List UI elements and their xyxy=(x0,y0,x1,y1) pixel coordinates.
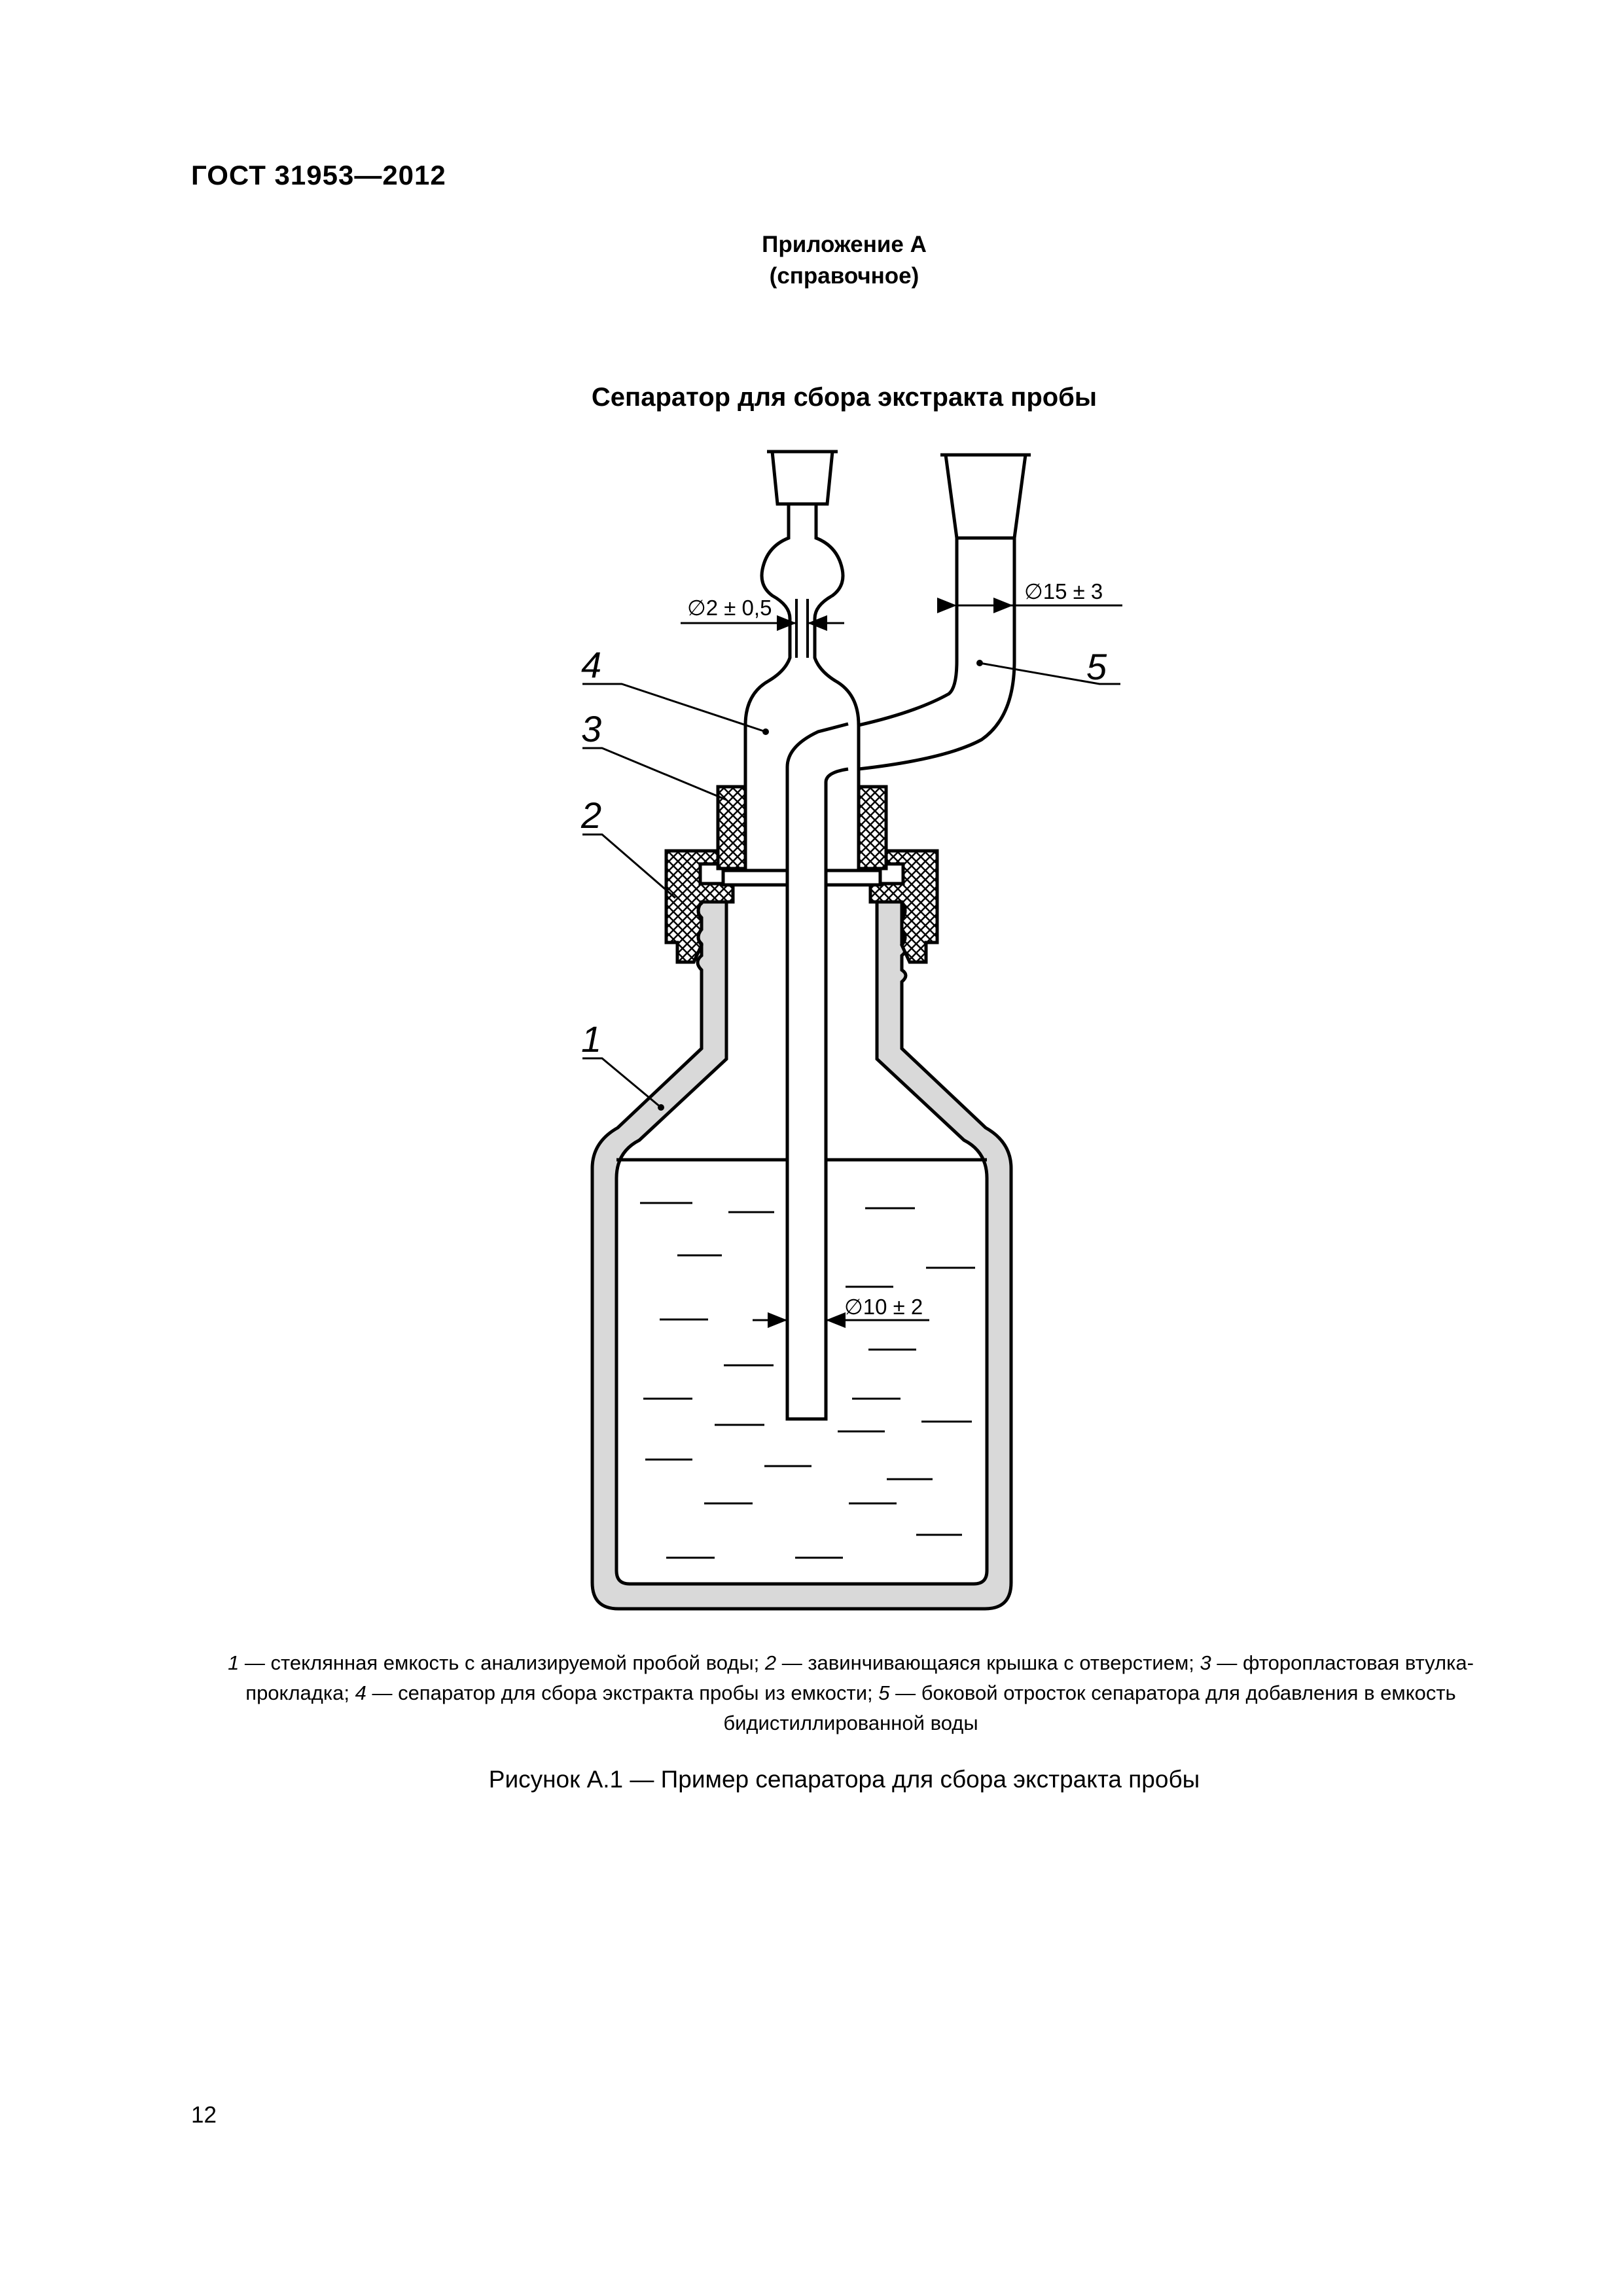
screw-cap-right xyxy=(868,849,939,964)
leader-5 xyxy=(979,662,1120,685)
legend-num-4: 4 xyxy=(355,1681,366,1704)
legend-text-1: — стеклянная емкость с анализируемой про… xyxy=(239,1651,765,1674)
label-4: 4 xyxy=(581,644,601,685)
upper-bulb xyxy=(760,504,845,619)
figure-caption: Рисунок А.1 — Пример сепаратора для сбор… xyxy=(488,1766,1200,1793)
figure-title: Сепаратор для сбора экстракта пробы xyxy=(591,383,1097,412)
liquid-dashes xyxy=(640,1202,975,1559)
figure-legend: 1 — стеклянная емкость с анализируемой п… xyxy=(216,1648,1486,1738)
separator-body xyxy=(743,619,861,870)
label-3: 3 xyxy=(581,708,601,749)
legend-text-4: — сепаратор для сбора экстракта пробы из… xyxy=(366,1681,879,1704)
legend-num-1: 1 xyxy=(228,1651,240,1674)
legend-text-3: — фторопластовая втулка-прокладка; xyxy=(245,1651,1474,1704)
legend-num-3: 3 xyxy=(1200,1651,1211,1674)
dim-narrow-tube: ∅2 ± 0,5 xyxy=(687,596,772,620)
dim-side-arm: ∅15 ± 3 xyxy=(1024,579,1103,603)
document-header: ГОСТ 31953—2012 xyxy=(191,160,446,190)
legend-num-2: 2 xyxy=(764,1651,777,1674)
label-1: 1 xyxy=(581,1018,601,1060)
inner-tube xyxy=(785,722,849,1421)
appendix-title: Приложение А xyxy=(762,232,927,257)
appendix-subtitle: (справочное) xyxy=(769,263,919,289)
side-joint xyxy=(944,453,1027,540)
legend-text-5: — боковой отросток сепаратора для добавл… xyxy=(723,1681,1456,1734)
dim-inner-tube: ∅10 ± 2 xyxy=(844,1295,923,1319)
screw-cap-left xyxy=(664,849,735,964)
ptfe-sleeve-right xyxy=(857,785,888,870)
appendix-heading: Приложение А (справочное) xyxy=(0,229,1623,292)
bottle-glass xyxy=(590,888,1013,1611)
upper-joint xyxy=(770,450,834,506)
leader-2 xyxy=(582,833,676,899)
legend-text-2: — завинчивающаяся крышка с отверстием; xyxy=(776,1651,1200,1674)
label-2: 2 xyxy=(580,795,601,836)
side-arm xyxy=(858,538,1016,771)
label-5: 5 xyxy=(1086,646,1107,687)
ptfe-sleeve-left xyxy=(716,785,747,870)
leader-4 xyxy=(582,683,766,733)
legend-num-5: 5 xyxy=(878,1681,890,1704)
leader-1 xyxy=(582,1057,662,1109)
page-number: 12 xyxy=(191,2102,217,2128)
leader-3 xyxy=(582,747,727,801)
